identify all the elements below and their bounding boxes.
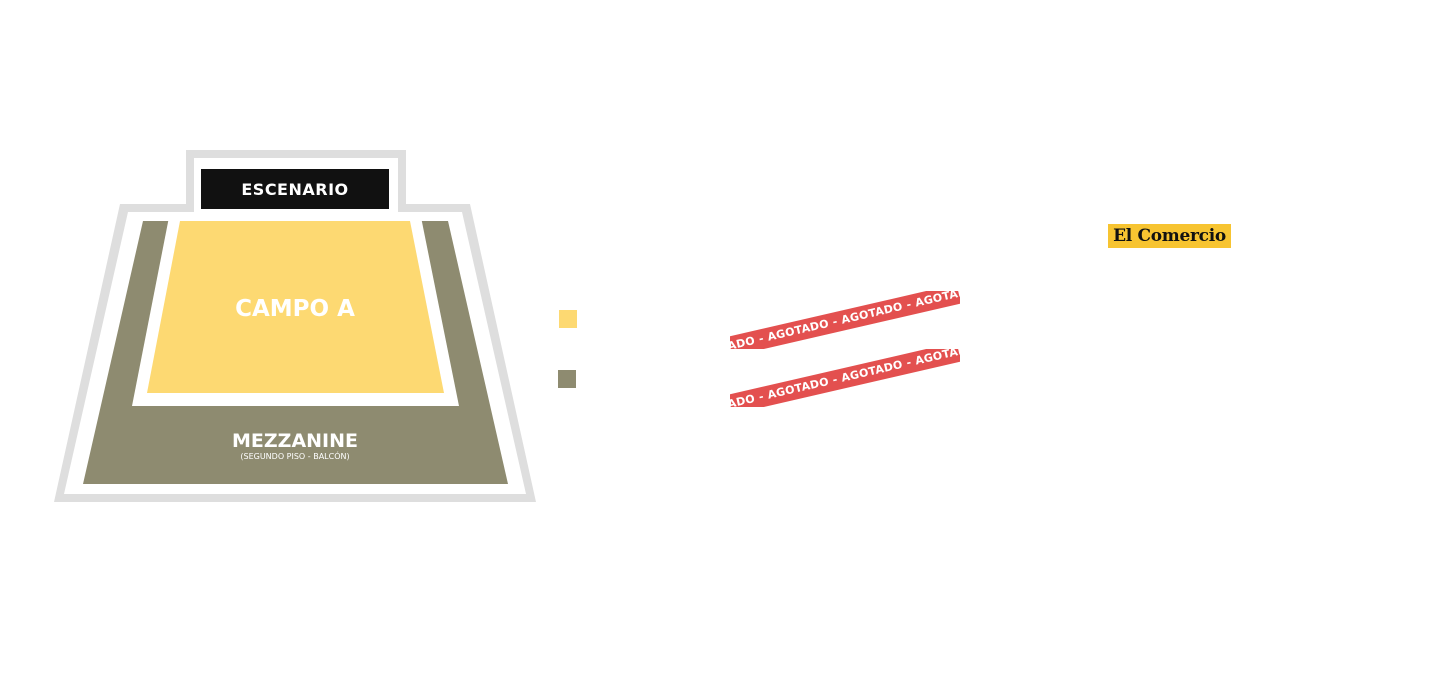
stage-label: ESCENARIO (241, 180, 348, 199)
stage (201, 169, 389, 209)
legend-swatch-mezzanine (558, 370, 576, 388)
sold-out-band: AGOTADO - AGOTADO - AGOTADO - AGOTADO - … (730, 291, 960, 349)
zone-campo-a-label: CAMPO A (235, 296, 355, 322)
zone-mezzanine-label: MEZZANINE (232, 430, 358, 452)
el-comercio-logo: El Comercio (1108, 224, 1231, 248)
legend-swatch-campo-a (559, 310, 577, 328)
sold-out-band: AGOTADO - AGOTADO - AGOTADO - AGOTADO - … (730, 349, 960, 407)
el-comercio-logo-text: El Comercio (1113, 226, 1226, 246)
sold-out-banner-mezzanine: AGOTADO - AGOTADO - AGOTADO - AGOTADO - … (730, 349, 960, 407)
zone-mezzanine-sublabel: (SEGUNDO PISO - BALCÓN) (240, 450, 349, 461)
sold-out-banner-campo-a: AGOTADO - AGOTADO - AGOTADO - AGOTADO - … (730, 291, 960, 349)
zone-campo-a[interactable] (147, 221, 444, 393)
